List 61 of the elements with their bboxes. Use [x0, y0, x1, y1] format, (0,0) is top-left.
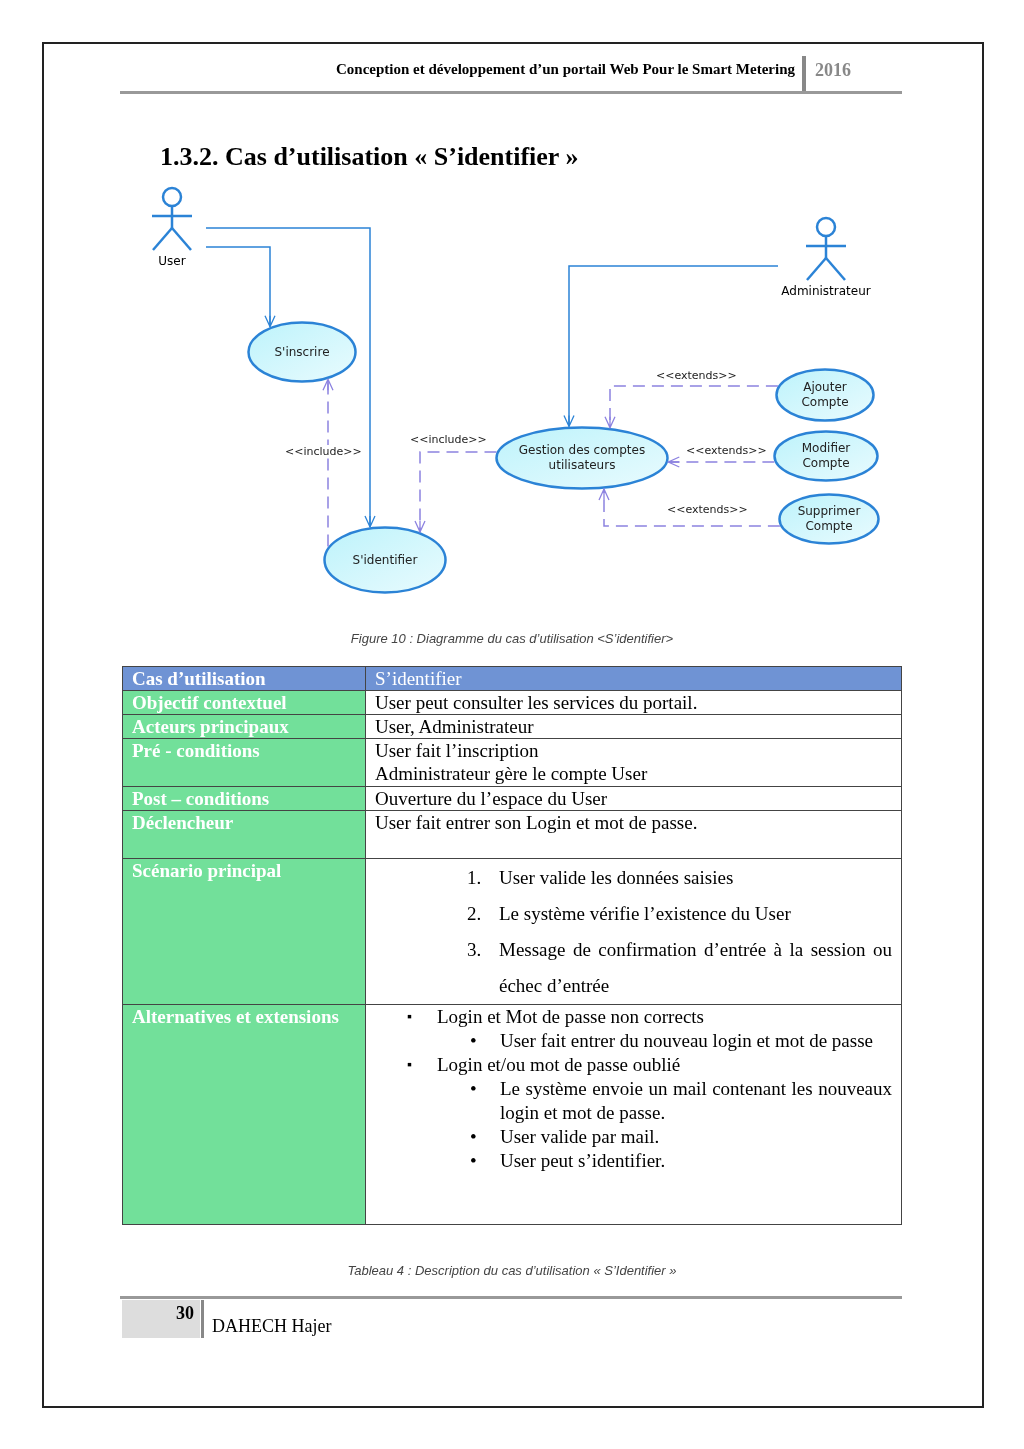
edge-label: <<extends>>	[666, 503, 749, 516]
table-cell: User fait entrer son Login et mot de passe.	[365, 810, 902, 859]
arrow	[667, 456, 776, 468]
bullet: •	[470, 1125, 477, 1149]
list-item: User valide par mail.	[500, 1125, 661, 1149]
header-text: Conception et développement d’un portail Web Pour le Smart Metering	[336, 61, 795, 78]
row-label-cell: Alternatives et extensions	[122, 1004, 366, 1225]
cell-text: User fait l’inscription	[375, 739, 540, 762]
list-number: 1.	[467, 866, 482, 890]
list-item: User fait entrer du nouveau login et mot de passe	[500, 1029, 875, 1053]
edge-label: <<extends>>	[685, 444, 768, 457]
list-item: Login et/ou mot de passe oublié	[437, 1053, 682, 1077]
list-item: Le système vérifie l’existence du User	[499, 902, 792, 926]
bullet: •	[470, 1029, 477, 1053]
row-label-cell: Pré - conditions	[122, 738, 366, 787]
row-label-cell: Post – conditions	[122, 786, 366, 811]
bullet: ▪	[407, 1008, 412, 1026]
use-case-ellipse: Ajouter Compte	[775, 368, 875, 422]
header-year: 2016	[815, 60, 851, 81]
edge-label: <<include>>	[409, 433, 488, 446]
page-number: 30	[122, 1300, 200, 1338]
list-item: User valide les données saisies	[499, 866, 735, 890]
arrow	[563, 265, 779, 428]
arrow	[205, 246, 276, 328]
table-caption: Tableau 4 : Description du cas d’utilisation « S’Identifier »	[346, 1263, 678, 1278]
list-item: Login et Mot de passe non corrects	[437, 1005, 705, 1029]
list-item: Message de confirmation d’entrée à la session ou échec d’entrée	[499, 938, 892, 998]
row-label-cell: Scénario principal	[122, 858, 366, 1005]
arrow	[598, 488, 781, 527]
use-case-ellipse: Gestion des comptes utilisateurs	[495, 426, 669, 490]
row-label-cell: Déclencheur	[122, 810, 366, 859]
bullet: •	[470, 1077, 477, 1101]
list-item: Le système envoie un mail contenant les nouveaux login et mot de passe.	[500, 1077, 892, 1125]
table-cell: User peut consulter les services du portail.	[365, 690, 902, 715]
edge-label: <<extends>>	[655, 369, 738, 382]
cell-text: Administrateur gère le compte User	[375, 762, 649, 785]
row-label-cell: Objectif contextuel	[122, 690, 366, 715]
row-label-cell: Acteurs principaux	[122, 714, 366, 739]
table-header-cell: Cas d’utilisation	[122, 666, 366, 691]
table-cell: User, Administrateur	[365, 714, 902, 739]
arrow	[414, 451, 498, 533]
section-heading: 1.3.2. Cas d’utilisation « S’identifier »	[160, 142, 579, 172]
arrow	[322, 378, 334, 548]
use-case-ellipse: S'inscrire	[247, 321, 357, 383]
bullet: ▪	[407, 1056, 412, 1074]
arrow	[205, 227, 376, 528]
author-name: DAHECH Hajer	[212, 1316, 332, 1337]
table-header-cell: S’identifier	[365, 666, 902, 691]
figure-caption: Figure 10 : Diagramme du cas d’utilisation <S’identifier>	[349, 631, 675, 646]
arrow	[604, 385, 779, 429]
list-number: 2.	[467, 902, 482, 926]
actor-label: Administrateur	[780, 284, 872, 298]
list-number: 3.	[467, 938, 482, 962]
use-case-ellipse: Modifier Compte	[773, 430, 879, 482]
bullet: •	[470, 1149, 477, 1173]
use-case-ellipse: Supprimer Compte	[778, 493, 880, 545]
use-case-ellipse: S'identifier	[323, 526, 447, 594]
edge-label: <<include>>	[284, 445, 363, 458]
list-item: User peut s’identifier.	[500, 1149, 667, 1173]
actor-label: User	[157, 254, 187, 268]
table-cell: Ouverture du l’espace du User	[365, 786, 902, 811]
